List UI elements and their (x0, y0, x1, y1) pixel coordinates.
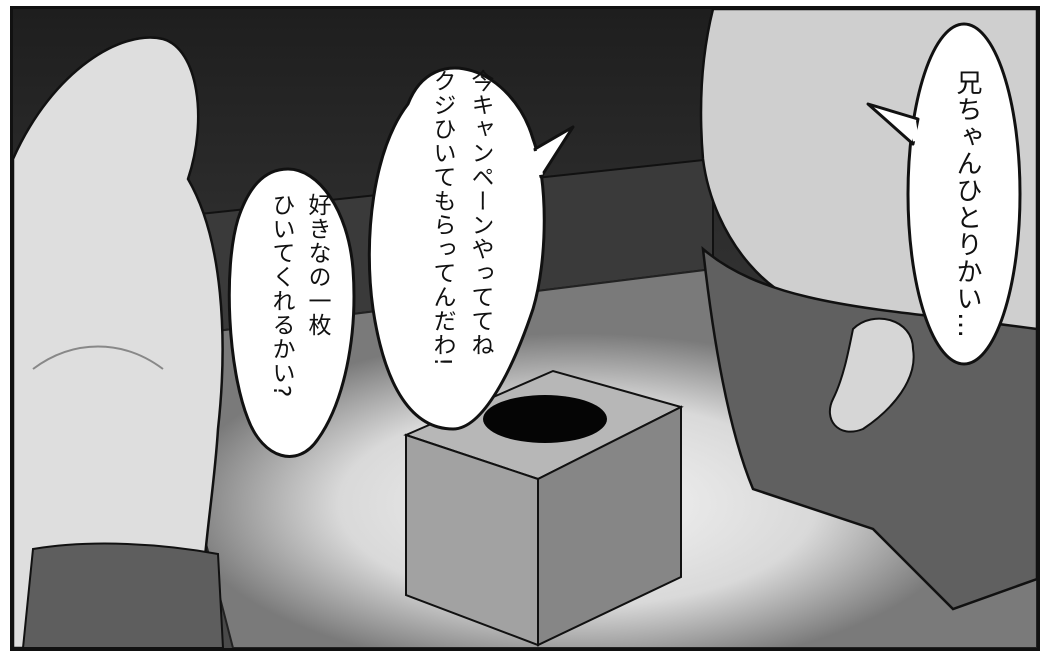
speech-text-right: 兄ちゃんひとりかい… (949, 69, 986, 339)
right-character-hand (828, 317, 915, 433)
speech-text-center-line-2: クジひいてもらってんだわ! (429, 69, 455, 368)
left-character-body (13, 36, 224, 648)
speech-text-center: 今キャンペーンやっててね クジひいてもらってんだわ! (423, 69, 499, 367)
speech-bubble-right (866, 22, 1022, 366)
left-character-pants (21, 542, 225, 648)
speech-text-center-line-1: 今キャンペーンやっててね (467, 69, 493, 357)
comic-panel: 兄ちゃんひとりかい… 今キャンペーンやっててね クジひいてもらってんだわ! 好き… (10, 6, 1040, 651)
left-character (13, 36, 225, 648)
speech-bubble-left (227, 167, 356, 458)
speech-text-right-line-1: 兄ちゃんひとりかい… (952, 69, 982, 339)
speech-bubble-center (367, 66, 575, 431)
speech-text-left: 好きなの一枚 ひいてくれるかい? (263, 193, 335, 398)
box-slot-hole (483, 395, 607, 443)
speech-text-left-line-2: ひいてくれるかい? (268, 193, 294, 399)
panel-artwork (13, 9, 1037, 648)
lottery-box (403, 369, 684, 647)
speech-text-left-line-1: 好きなの一枚 (304, 193, 330, 337)
left-character-shoulder-line (32, 345, 164, 370)
box-side (537, 405, 682, 647)
